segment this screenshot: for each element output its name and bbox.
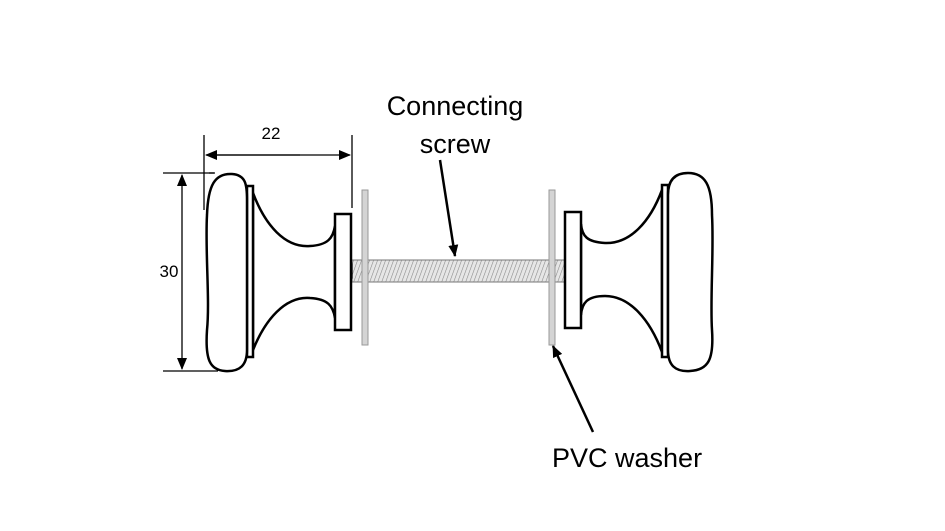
- right-knob-cap: [666, 171, 714, 373]
- right-pvc-washer: [548, 189, 556, 346]
- connecting-screw-label-line2: screw: [420, 129, 491, 159]
- left-pvc-washer: [361, 189, 369, 346]
- height-dimension: [163, 172, 218, 372]
- connecting-screw-arrow: [438, 159, 459, 257]
- right-knob: [563, 171, 714, 373]
- left-rose: [333, 212, 353, 332]
- right-rose: [563, 210, 583, 330]
- connecting-screw: [351, 259, 566, 283]
- pvc-washer-label: PVC washer: [552, 443, 702, 473]
- left-knob-neck: [251, 192, 337, 351]
- right-knob-neck: [579, 189, 664, 353]
- pvc-washer-arrow: [551, 345, 595, 433]
- height-dimension-label: 30: [160, 262, 179, 281]
- width-dimension-label: 22: [262, 124, 281, 143]
- connecting-screw-label-line1: Connecting: [387, 91, 524, 121]
- left-knob-cap: [205, 172, 249, 373]
- left-knob: [205, 172, 353, 373]
